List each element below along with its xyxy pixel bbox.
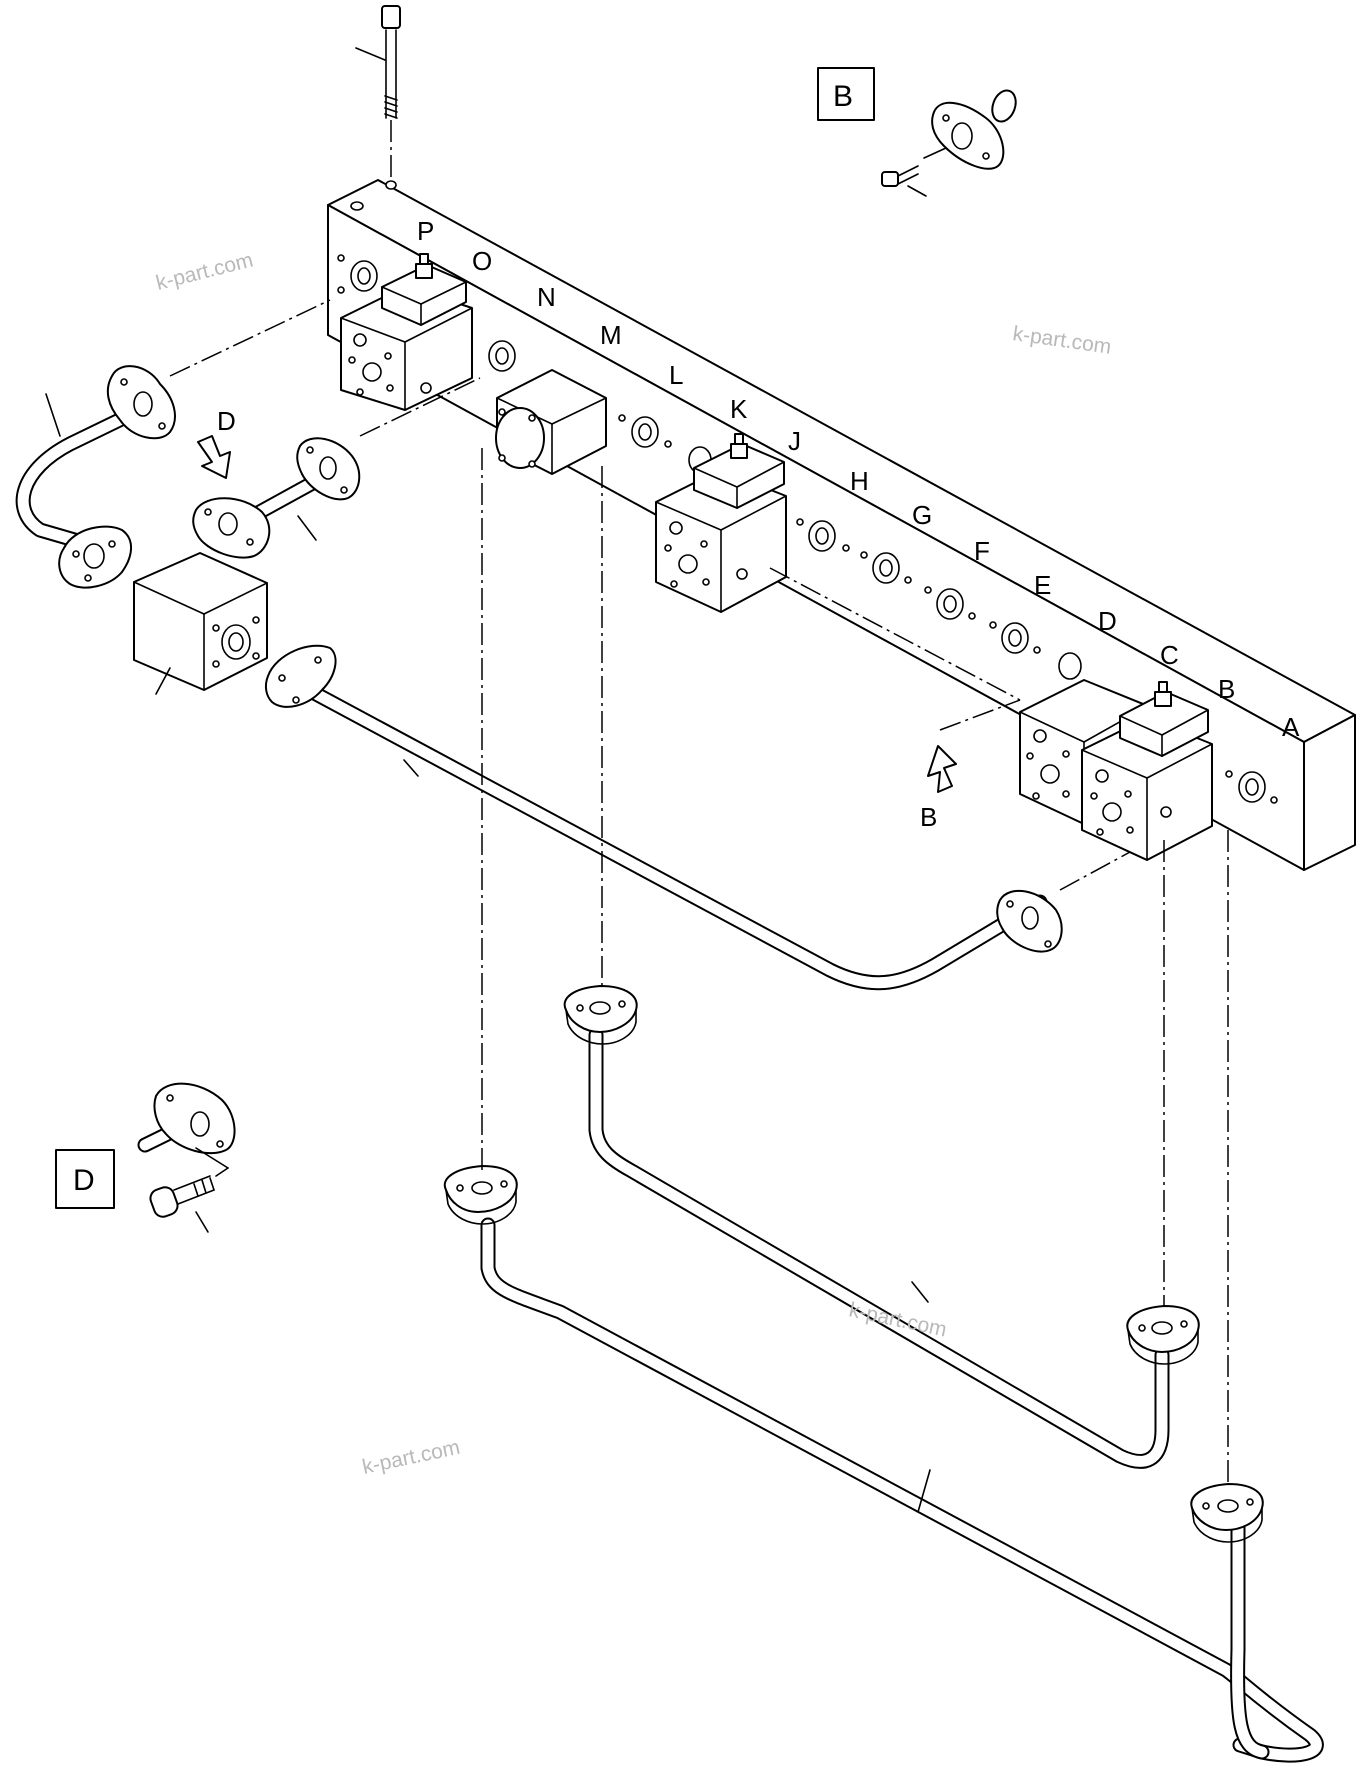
section-letters: P O N M L K J H G F E D C B A xyxy=(417,216,1300,742)
detail-box-d-label: D xyxy=(73,1164,95,1197)
section-letter-o: O xyxy=(472,246,492,276)
pipes xyxy=(15,393,1324,1763)
view-arrow-d xyxy=(197,435,231,479)
section-letter-f: F xyxy=(974,536,990,566)
flange-b-pipe-bottom xyxy=(1190,1483,1264,1543)
view-arrow-b xyxy=(927,745,957,793)
section-letter-h: H xyxy=(850,466,869,496)
flange-c-pipe-bottom xyxy=(1126,1305,1200,1365)
flange-lower-left xyxy=(58,525,132,589)
detail-b xyxy=(817,67,1017,197)
section-letter-m: M xyxy=(600,320,622,350)
watermark: k-part.com xyxy=(847,1298,949,1341)
flange-short-pipe-left xyxy=(192,497,271,559)
detail-box-b xyxy=(817,67,875,121)
loose-block xyxy=(133,552,268,695)
flange-middle-pipe-left xyxy=(264,644,337,708)
section-letter-n: N xyxy=(537,282,556,312)
detail-box-b-label: B xyxy=(833,80,853,113)
valve-block-p xyxy=(340,253,473,411)
manifold-ports xyxy=(337,254,1278,804)
valve-block-n xyxy=(495,369,607,475)
section-letter-l: L xyxy=(669,360,683,390)
watermark: k-part.com xyxy=(154,249,256,295)
section-letter-k: K xyxy=(730,394,748,424)
section-letter-j: J xyxy=(788,426,801,456)
section-letter-p: P xyxy=(417,216,434,246)
long-bolt xyxy=(355,5,401,180)
flange-o-pipe-top xyxy=(443,1165,518,1225)
section-letter-c: C xyxy=(1160,640,1179,670)
section-letter-d: D xyxy=(1098,606,1117,636)
watermark: k-part.com xyxy=(1011,322,1112,359)
view-arrow-d-label: D xyxy=(217,406,236,436)
flanges xyxy=(58,365,1264,1543)
valve-block-c xyxy=(1081,681,1213,861)
flange-middle-pipe-right xyxy=(996,890,1063,953)
assembly-lines xyxy=(169,299,1229,1484)
detail-d xyxy=(55,1082,236,1233)
section-letter-b: B xyxy=(1218,674,1235,704)
flange-m-pipe-top xyxy=(563,985,638,1045)
detail-box-d xyxy=(55,1149,115,1209)
section-letter-g: G xyxy=(912,500,932,530)
watermark: k-part.com xyxy=(360,1436,462,1479)
flange-short-pipe-right xyxy=(296,437,361,501)
view-arrow-b-label: B xyxy=(920,802,937,832)
flange-upper-left xyxy=(106,365,176,440)
section-letter-a: A xyxy=(1282,712,1300,742)
section-letter-e: E xyxy=(1034,570,1051,600)
